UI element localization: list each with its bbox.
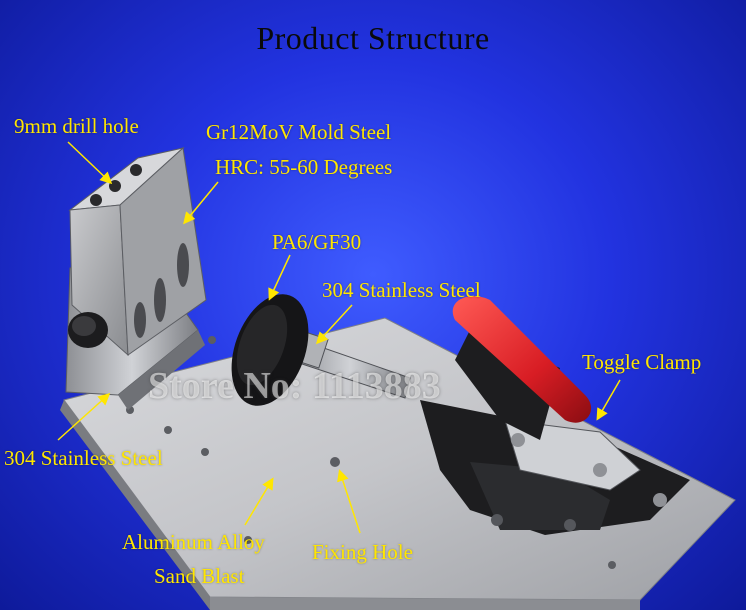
label-drill-hole: 9mm drill hole [14, 114, 139, 138]
label-aluminum: Aluminum Alloy [122, 530, 265, 554]
label-mold-steel: Gr12MoV Mold Steel [206, 120, 392, 144]
red-handle [452, 296, 592, 440]
arrow-drill-hole [67, 141, 113, 185]
arrow-aluminum [244, 477, 274, 526]
label-fixing-hole: Fixing Hole [312, 540, 413, 564]
label-hrc: HRC: 55-60 Degrees [215, 155, 393, 179]
label-sand-blast: Sand Blast [154, 564, 245, 588]
arrow-mold-steel [183, 181, 219, 225]
arrow-stainless-right [315, 304, 353, 345]
drill-guide-block [68, 147, 207, 357]
page-title: Product Structure [256, 20, 490, 56]
label-stainless-left: 304 Stainless Steel [4, 446, 163, 470]
nylon-pressure-pad [231, 294, 309, 406]
label-pa6: PA6/GF30 [272, 230, 362, 254]
label-stainless-right: 304 Stainless Steel [322, 278, 481, 302]
arrow-stainless-left [57, 392, 111, 441]
arrow-fixing-hole [337, 469, 361, 534]
arrow-pa6 [268, 254, 291, 301]
side-knob [68, 312, 108, 348]
label-toggle-clamp: Toggle Clamp [582, 350, 702, 374]
arrow-toggle-clamp [596, 379, 621, 421]
store-watermark: Store No: 1113883 [148, 365, 441, 407]
